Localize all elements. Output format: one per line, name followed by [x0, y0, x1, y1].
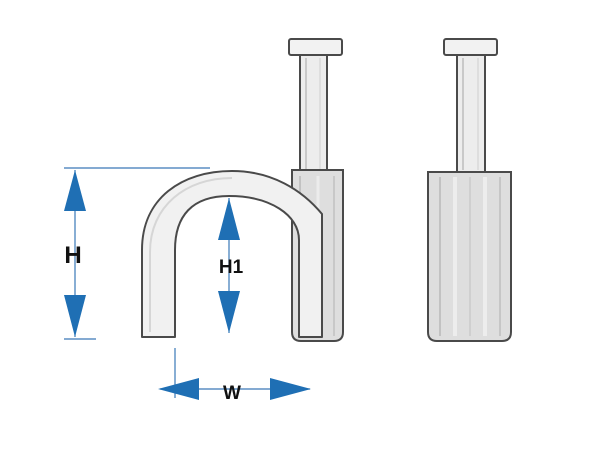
dimension-arrow-icon [218, 198, 240, 240]
dimension-h: H [64, 167, 210, 340]
dimension-w: W [158, 348, 311, 404]
cable-clip-front-view [141, 38, 344, 342]
dimension-label-h: H [64, 242, 81, 269]
side-nail-shank [456, 54, 486, 173]
cable-clip-side-view [427, 38, 512, 342]
side-nail-head [443, 38, 498, 56]
dimension-h1: H1 [218, 198, 244, 333]
dimension-label-w: W [223, 383, 241, 404]
clip-u-band [141, 170, 323, 338]
dimension-arrow-icon [64, 295, 86, 337]
dimension-arrow-icon [270, 378, 311, 400]
dimension-arrow-icon [218, 291, 240, 333]
dimension-arrow-icon [64, 170, 86, 211]
dimension-arrow-icon [158, 378, 199, 400]
nail-head [288, 38, 343, 56]
nail-shank [299, 54, 328, 173]
dimension-label-h1: H1 [219, 257, 244, 278]
